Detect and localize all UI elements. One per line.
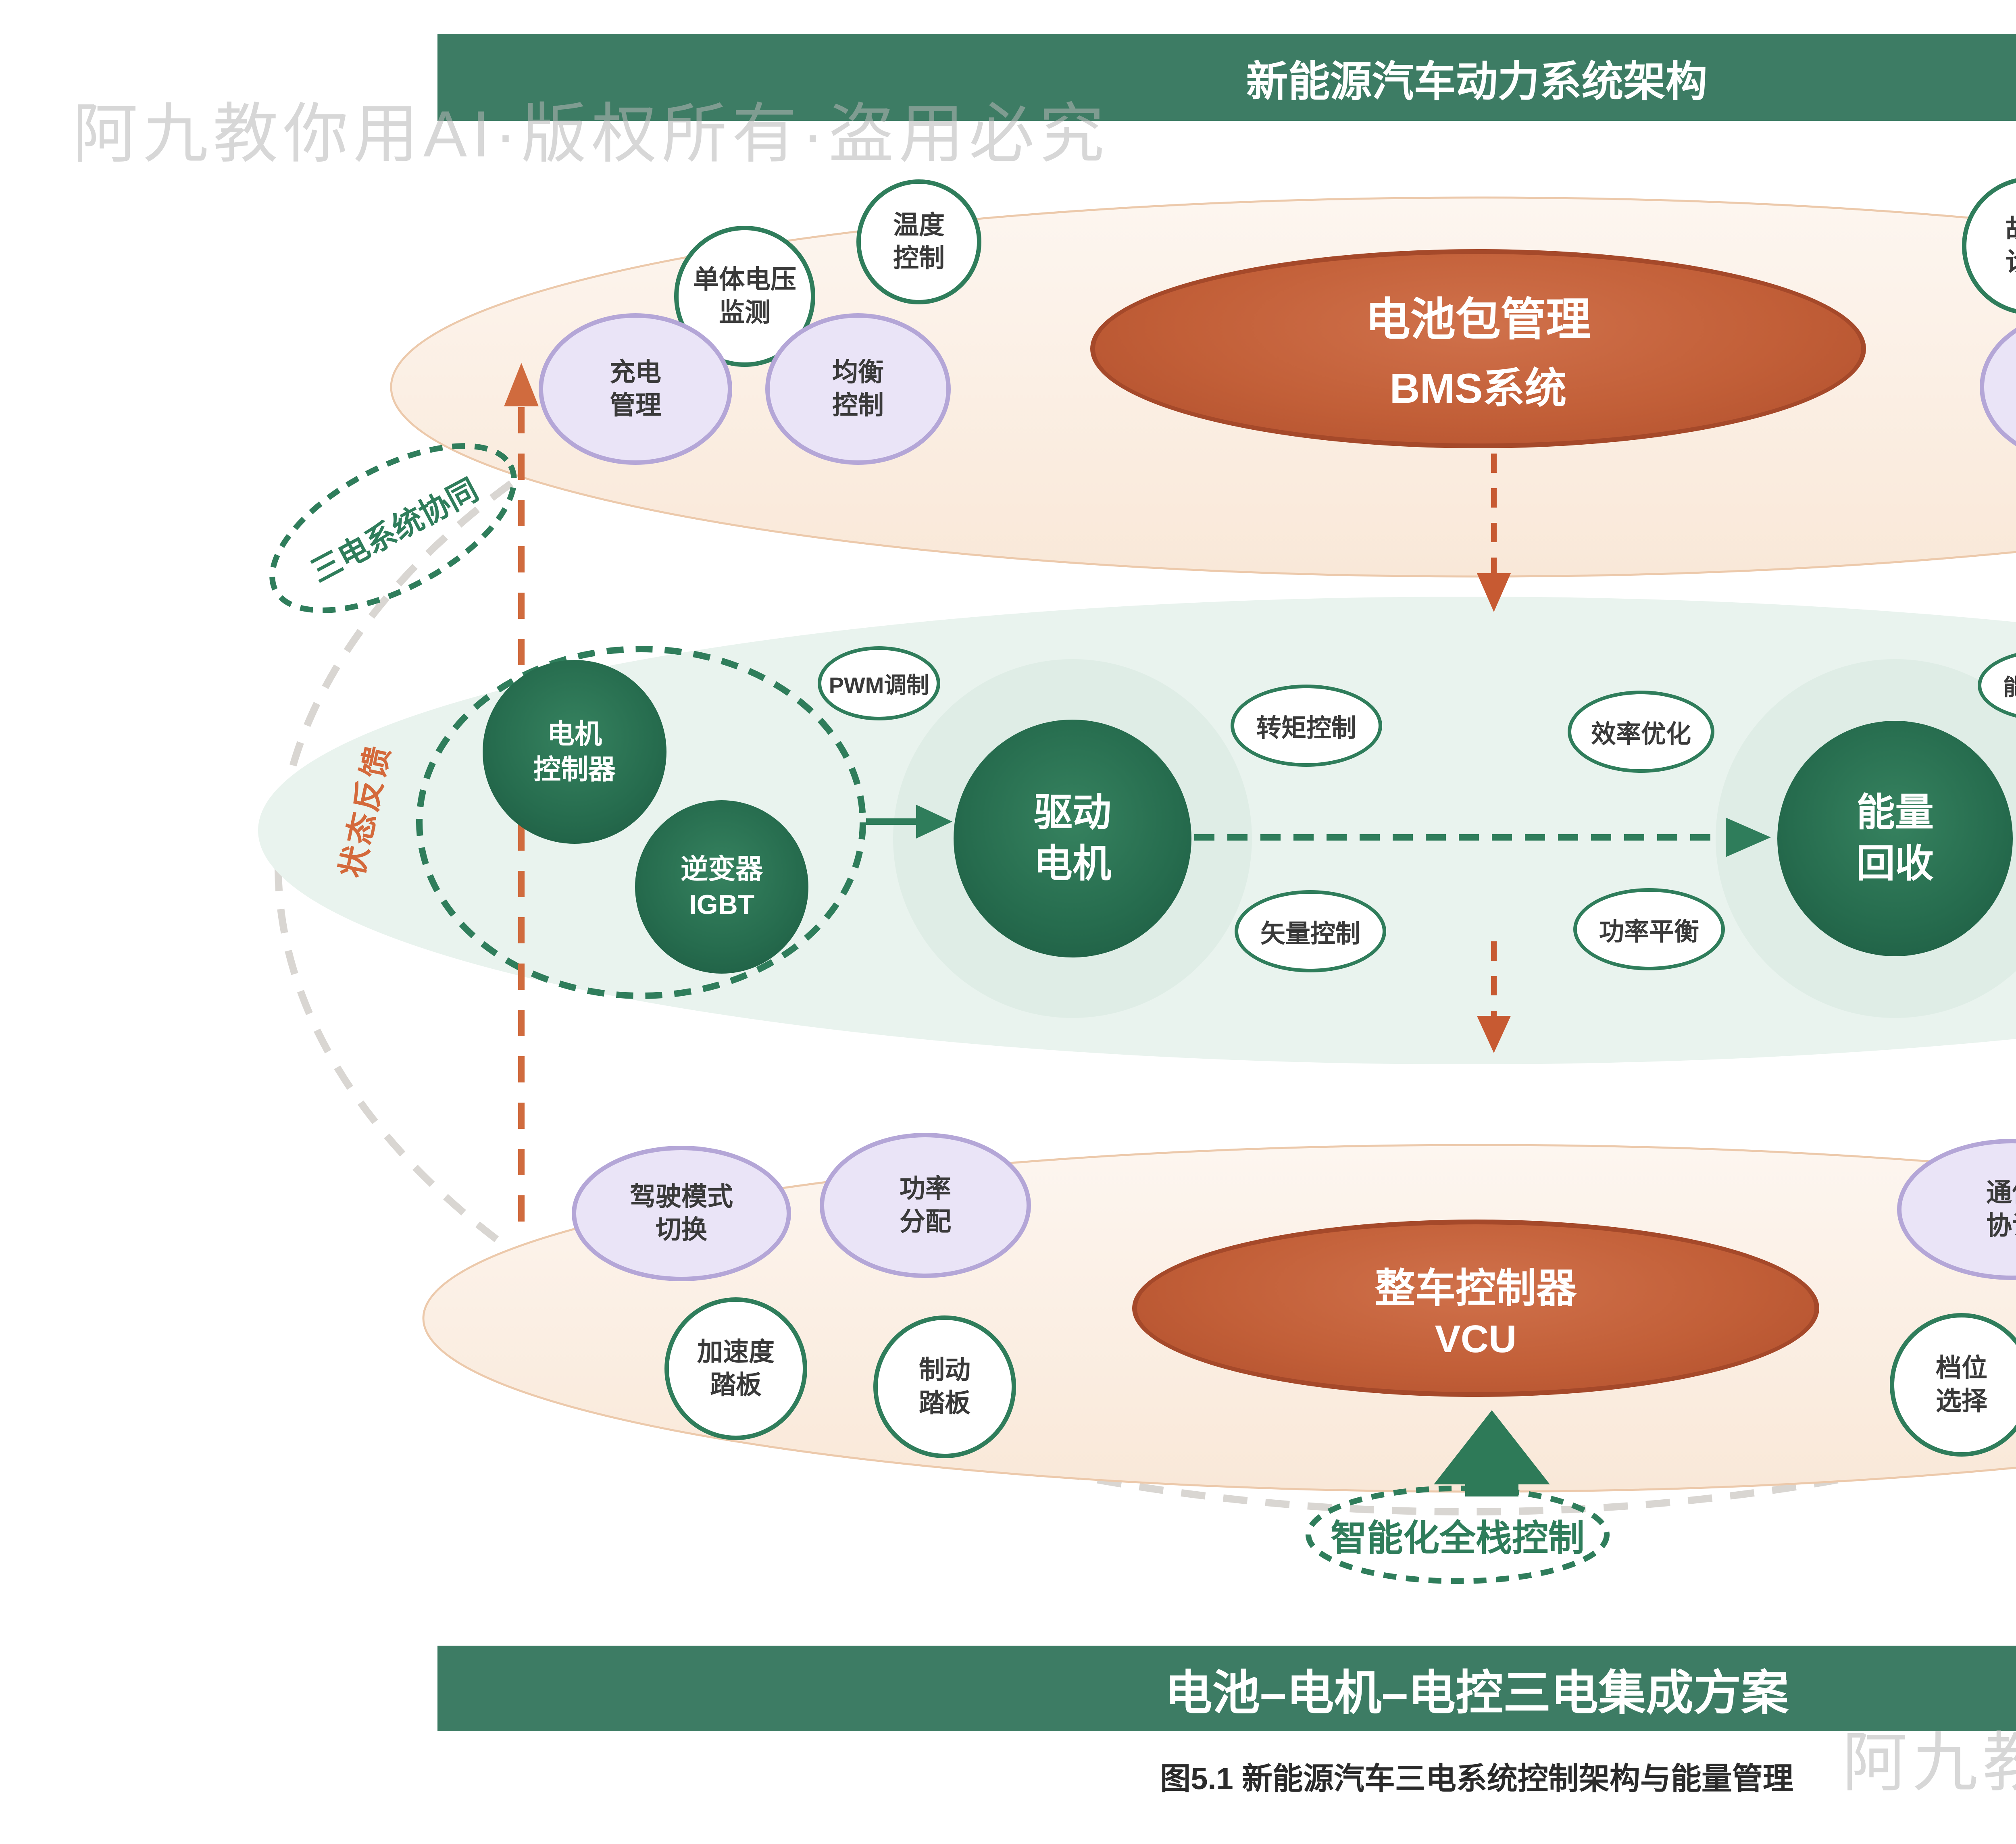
vcu-title-line2: VCU	[1435, 1317, 1517, 1361]
node-label: 制动	[919, 1355, 971, 1385]
vcu-center-ellipse: 整车控制器 VCU	[1132, 1220, 1819, 1397]
node-label: 矢量控制	[1260, 920, 1360, 948]
node-label: 温度	[893, 210, 945, 240]
node-label: 档位	[1936, 1353, 1987, 1383]
node-label: 电机	[547, 718, 602, 749]
node-label: 功率平衡	[1599, 918, 1699, 946]
top-banner: 新能源汽车动力系统架构	[437, 34, 2016, 121]
node-energy-recovery: 能量 回收	[1777, 721, 2013, 956]
node-label: 踏板	[919, 1388, 971, 1417]
node-label: 能量	[1856, 791, 1934, 835]
node-label: 加速度	[697, 1337, 775, 1367]
node-accelerator-pedal: 加速度 踏板	[664, 1297, 807, 1440]
figure-caption: 图5.1 新能源汽车三电系统控制架构与能量管理	[1160, 1762, 1793, 1796]
node-label: 控制	[893, 244, 945, 273]
node-label: 回收	[1856, 842, 1934, 885]
vcu-title-line1: 整车控制器	[1375, 1265, 1577, 1311]
node-motor-controller: 电机 控制器	[483, 660, 666, 844]
node-label: 功率	[900, 1174, 951, 1203]
bottom-banner: 电池–电机–电控三电集成方案	[437, 1646, 2016, 1731]
label-smart-fullstack-control: 智能化全栈控制	[1331, 1518, 1585, 1559]
node-inverter-igbt: 逆变器 IGBT	[635, 800, 808, 974]
node-label: 转矩控制	[1256, 714, 1356, 742]
node-label: 切换	[656, 1215, 707, 1244]
node-label: 选择	[1936, 1386, 1987, 1415]
top-banner-title: 新能源汽车动力系统架构	[1246, 58, 1708, 105]
node-drive-motor: 驱动 电机	[954, 720, 1191, 957]
node-label: 效率优化	[1591, 720, 1691, 748]
drive-to-recovery-arrowhead	[1726, 818, 1771, 857]
node-label: 监测	[719, 298, 771, 327]
node-vector-control: 矢量控制	[1235, 890, 1386, 972]
left-feedback-arrowhead-up	[504, 363, 539, 406]
watermark-bottom-right: 阿九教你用AI·版权所有·盗用必究	[1842, 1726, 2016, 1799]
mcu-to-drive-arrowhead	[916, 805, 952, 839]
node-label: IGBT	[689, 889, 755, 920]
smart-control-label-ellipse	[1306, 1486, 1610, 1584]
node-label: 控制	[832, 391, 884, 420]
node-cell-voltage-monitor: 单体电压 监测	[674, 226, 815, 367]
node-label: 故障	[2006, 213, 2016, 246]
node-label: 协议	[1986, 1211, 2016, 1240]
bms-center-ellipse: 电池包管理 BMS系统	[1090, 249, 1866, 448]
node-label: 诊断	[2006, 246, 2016, 279]
node-torque-control: 转矩控制	[1231, 685, 1382, 767]
node-gear-selection: 档位 选择	[1890, 1313, 2016, 1457]
bms-to-motor-arrowhead	[1477, 573, 1511, 612]
bottom-banner-title: 电池–电机–电控三电集成方案	[1164, 1666, 1789, 1720]
node-charge-management: 充电 管理	[539, 313, 732, 465]
node-label: 踏板	[710, 1370, 762, 1399]
node-label: 管理	[610, 391, 661, 420]
synergy-label-ellipse	[269, 443, 517, 613]
watermark-top-left: 阿九教你用AI·版权所有·盗用必究	[73, 98, 1109, 171]
node-efficiency-optimization: 效率优化	[1568, 691, 1714, 773]
node-label: 分配	[900, 1207, 951, 1236]
node-drive-mode-switch: 驾驶模式 切换	[572, 1146, 791, 1281]
node-temperature-control: 温度 控制	[856, 179, 981, 304]
node-brake-pedal: 制动 踏板	[873, 1315, 1016, 1458]
node-label: 单体电压	[693, 265, 796, 294]
node-label: 逆变器	[680, 853, 763, 885]
node-label: 控制器	[533, 754, 616, 785]
node-label: 均衡	[832, 358, 884, 387]
motor-controller-group-ellipse	[416, 646, 866, 999]
node-label: 能量流向	[2003, 674, 2016, 700]
bms-title-line2: BMS系统	[1389, 365, 1567, 412]
node-pwm-modulation: PWM调制	[818, 646, 940, 720]
motor-to-vcu-arrowhead	[1477, 1016, 1511, 1053]
node-label: 充电	[610, 358, 661, 387]
node-label: 驱动	[1034, 791, 1111, 835]
node-label: 电机	[1034, 842, 1111, 885]
node-label: PWM调制	[829, 672, 929, 698]
node-balance-control: 均衡 控制	[765, 313, 951, 465]
smart-to-vcu-block-arrow-up	[1434, 1410, 1550, 1496]
node-label: 通信	[1986, 1178, 2016, 1207]
node-power-distribution: 功率 分配	[820, 1133, 1031, 1278]
node-power-balance: 功率平衡	[1573, 888, 1725, 970]
node-label: 驾驶模式	[630, 1182, 733, 1211]
bms-title-line1: 电池包管理	[1365, 294, 1591, 345]
